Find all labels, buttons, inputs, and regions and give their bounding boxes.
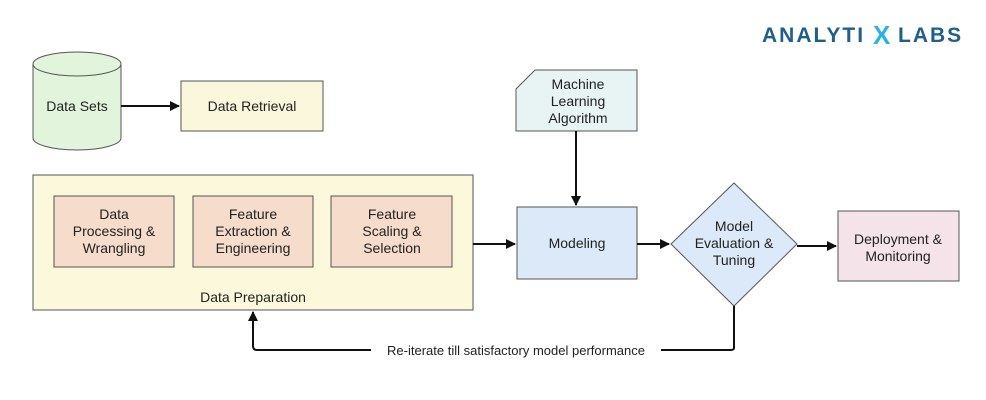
- data-sets-label: Data Sets: [46, 98, 107, 114]
- model-evaluation-line-3: Tuning: [713, 252, 755, 268]
- data-processing-line-1: Data: [99, 206, 129, 222]
- data-preparation-label: Data Preparation: [200, 289, 306, 305]
- feedback-label: Re-iterate till satisfactory model perfo…: [387, 343, 645, 358]
- ml-algorithm-line-2: Learning: [551, 93, 606, 109]
- data-processing-node: Data Processing & Wrangling: [53, 195, 175, 268]
- ml-algorithm-line-3: Algorithm: [548, 110, 607, 126]
- data-processing-line-2: Processing &: [73, 223, 156, 239]
- feature-scaling-line-1: Feature: [368, 206, 416, 222]
- data-processing-line-3: Wrangling: [83, 240, 146, 256]
- feature-extraction-line-1: Feature: [229, 206, 277, 222]
- feedback-arrow-to-preparation: [248, 311, 371, 351]
- feature-extraction-line-3: Engineering: [216, 240, 291, 256]
- data-retrieval-node: Data Retrieval: [180, 80, 324, 132]
- deployment-line-1: Deployment &: [854, 231, 943, 247]
- deployment-line-2: Monitoring: [865, 248, 930, 264]
- feature-scaling-node: Feature Scaling & Selection: [330, 195, 453, 268]
- feature-scaling-line-2: Scaling &: [362, 223, 422, 239]
- logo-x-letter: X: [873, 20, 892, 50]
- feature-scaling-line-3: Selection: [363, 240, 421, 256]
- modeling-node: Modeling: [516, 206, 638, 280]
- deployment-node: Deployment & Monitoring: [837, 210, 960, 282]
- model-evaluation-node: Model Evaluation & Tuning: [670, 182, 798, 307]
- data-retrieval-label: Data Retrieval: [208, 98, 297, 114]
- feature-extraction-node: Feature Extraction & Engineering: [192, 195, 314, 268]
- feature-extraction-line-2: Extraction &: [215, 223, 291, 239]
- feedback-line-right: [661, 306, 735, 351]
- ml-algorithm-line-1: Machine: [552, 76, 605, 92]
- logo-text-part1: ANALYTI: [762, 24, 865, 47]
- logo-text-part2: LABS: [898, 24, 963, 47]
- ml-algorithm-node: Machine Learning Algorithm: [515, 69, 638, 132]
- model-evaluation-line-1: Model: [715, 218, 753, 234]
- data-sets-node: Data Sets: [32, 51, 122, 151]
- analytixlabs-logo: ANALYTI X LABS: [762, 20, 963, 50]
- modeling-label: Modeling: [549, 235, 606, 251]
- model-evaluation-line-2: Evaluation &: [695, 235, 774, 251]
